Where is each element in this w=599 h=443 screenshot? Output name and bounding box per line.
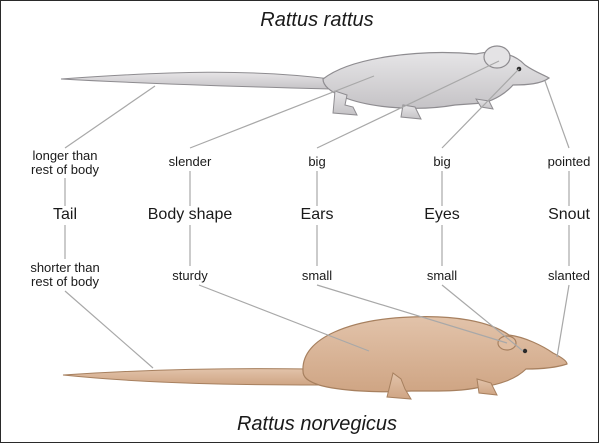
rattus-norvegicus-eye — [523, 349, 527, 353]
rattus-norvegicus-illustration — [63, 317, 567, 399]
body-shape-bottom-description: sturdy — [172, 269, 207, 283]
rattus-rattus-tail — [61, 72, 331, 89]
species-title-top: Rattus rattus — [260, 10, 373, 31]
ears-top-description: big — [308, 155, 325, 169]
snout-bottom-description: slanted — [548, 269, 590, 283]
eyes-bottom-description: small — [427, 269, 457, 283]
snout-bottom-leader — [557, 285, 569, 357]
tail-bottom-description: shorter than rest of body — [30, 261, 99, 288]
feature-label-snout: Snout — [548, 207, 590, 224]
feature-label-ears: Ears — [301, 207, 334, 224]
body-bottom-leader — [199, 285, 369, 351]
feature-label-body-shape: Body shape — [148, 207, 233, 224]
tail-top-leader — [65, 86, 155, 148]
tail-bottom-leader — [65, 291, 153, 368]
rattus-norvegicus-tail — [63, 369, 319, 385]
species-title-bottom: Rattus norvegicus — [237, 414, 397, 435]
feature-label-tail: Tail — [53, 207, 77, 224]
rattus-norvegicus-body — [303, 317, 567, 392]
eyes-top-description: big — [433, 155, 450, 169]
rattus-rattus-body — [323, 52, 549, 108]
body-shape-top-description: slender — [169, 155, 212, 169]
snout-top-description: pointed — [548, 155, 591, 169]
feature-label-eyes: Eyes — [424, 207, 460, 224]
ears-bottom-description: small — [302, 269, 332, 283]
snout-top-leader — [545, 81, 569, 148]
rattus-rattus-illustration — [61, 46, 549, 119]
rattus-rattus-ear — [484, 46, 510, 68]
tail-top-description: longer than rest of body — [31, 149, 99, 176]
